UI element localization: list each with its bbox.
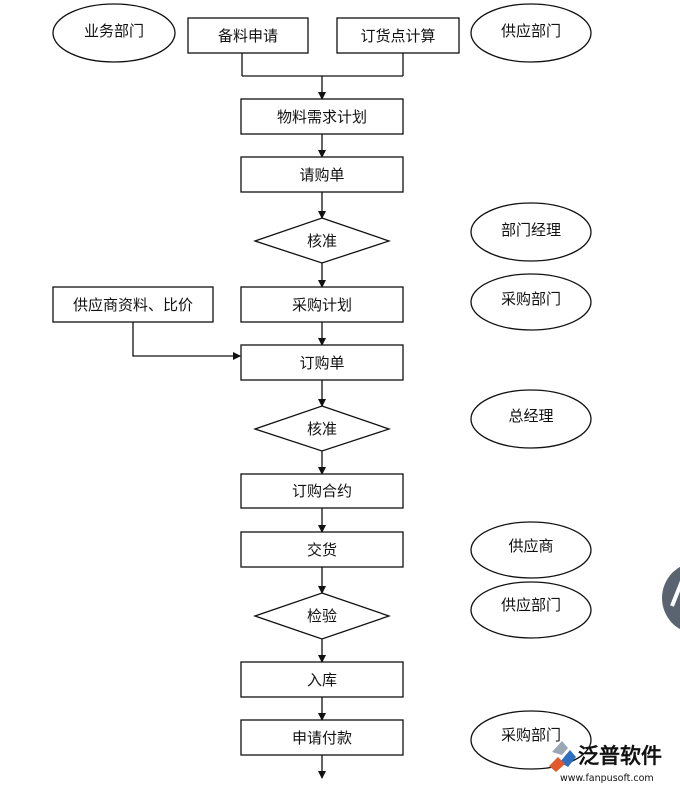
label-purchasing-dept-2: 采购部门 xyxy=(501,726,561,744)
label-review-1: 核准 xyxy=(307,232,337,250)
label-purchase-request: 请购单 xyxy=(299,166,344,184)
scroll-handle-circle[interactable] xyxy=(662,562,680,634)
label-dept-manager: 部门经理 xyxy=(501,221,561,239)
label-purchase-contract: 订购合约 xyxy=(292,482,352,500)
box-delivery xyxy=(240,531,404,568)
label-material-plan: 物料需求计划 xyxy=(277,108,367,126)
diamond-review-2 xyxy=(252,405,392,452)
label-supplier-info: 供应商资料、比价 xyxy=(73,296,193,314)
watermark-url: www.fanpusoft.com xyxy=(560,773,654,784)
box-purchase-plan xyxy=(240,286,404,323)
box-supplier-info xyxy=(52,286,214,323)
connectors xyxy=(132,53,404,779)
box-material-plan xyxy=(240,98,404,135)
label-payment-request: 申请付款 xyxy=(292,729,352,747)
arrow-supplier-info-to-order xyxy=(132,322,241,360)
chevron-up-icon xyxy=(670,580,680,607)
ellipse-supply-dept-1 xyxy=(470,3,592,63)
ellipse-dept-manager xyxy=(470,202,592,262)
ellipse-purchasing-dept-1 xyxy=(470,273,592,331)
labels: 备料申请 订货点计算 物料需求计划 请购单 核准 采购计划 供应商资料、比价 订… xyxy=(73,22,561,747)
label-purchase-plan: 采购计划 xyxy=(292,296,352,314)
label-general-manager: 总经理 xyxy=(508,407,553,425)
ellipse-business-dept xyxy=(52,3,176,63)
decision-diamonds xyxy=(252,217,392,640)
brand-logo-icon xyxy=(549,741,576,772)
box-payment-request xyxy=(240,719,404,756)
box-purchase-contract xyxy=(240,473,404,509)
label-warehousing: 入库 xyxy=(307,671,337,689)
role-ellipses xyxy=(52,3,592,770)
label-supplier: 供应商 xyxy=(508,537,553,555)
box-request-materials xyxy=(187,17,309,54)
label-delivery: 交货 xyxy=(307,541,337,559)
box-purchase-request xyxy=(240,156,404,193)
diamond-inspection xyxy=(252,592,392,640)
diamond-review-1 xyxy=(252,217,392,264)
watermark-brand: 泛普软件 xyxy=(578,744,662,768)
label-request-materials: 备料申请 xyxy=(218,27,278,45)
label-purchasing-dept-1: 采购部门 xyxy=(501,290,561,308)
label-supply-dept-2: 供应部门 xyxy=(501,596,561,614)
side-scroll-handle[interactable] xyxy=(662,562,680,634)
label-business-dept: 业务部门 xyxy=(84,22,144,40)
box-reorder-point xyxy=(336,17,460,54)
label-inspection: 检验 xyxy=(307,607,337,625)
label-purchase-order: 订购单 xyxy=(299,354,344,372)
ellipse-supplier xyxy=(470,521,592,579)
box-purchase-order xyxy=(240,344,404,381)
watermark-logo: 泛普软件 www.fanpusoft.com xyxy=(549,741,662,784)
process-boxes xyxy=(52,17,460,756)
ellipse-supply-dept-2 xyxy=(470,581,592,639)
label-supply-dept-1: 供应部门 xyxy=(501,22,561,40)
label-review-2: 核准 xyxy=(307,420,337,438)
box-warehousing xyxy=(240,661,404,698)
ellipse-general-manager xyxy=(470,389,592,449)
label-reorder-point: 订货点计算 xyxy=(360,27,435,45)
